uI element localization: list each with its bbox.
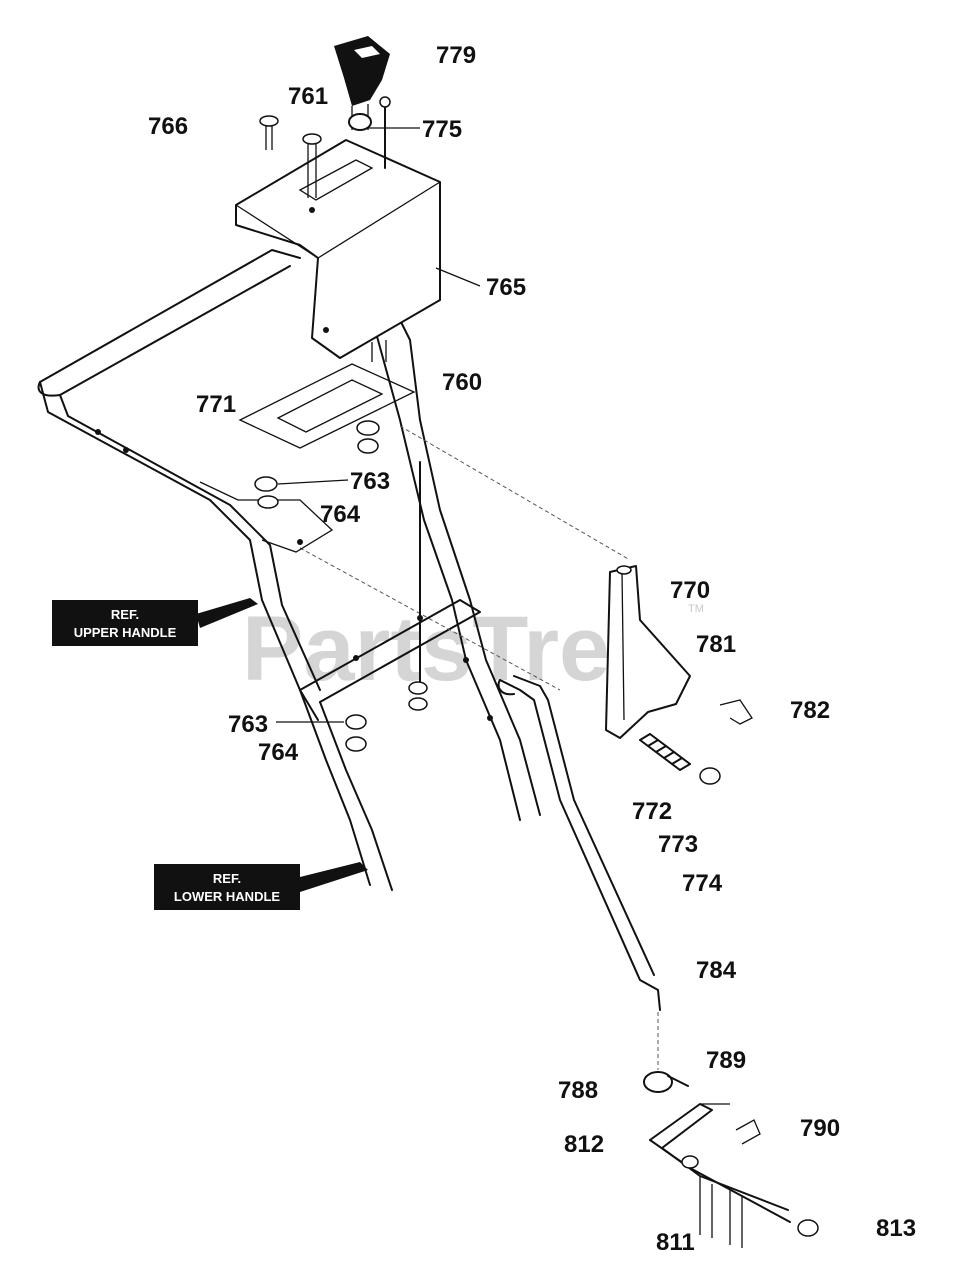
part-label-764-bottom: 764 xyxy=(258,739,299,766)
control-box-drawing xyxy=(235,139,481,359)
ref-upper-handle-line2: UPPER HANDLE xyxy=(74,625,177,640)
part-label-772: 772 xyxy=(632,798,672,825)
part-label-789: 789 xyxy=(706,1047,746,1074)
part-label-763-bottom: 763 xyxy=(228,711,268,738)
part-label-788: 788 xyxy=(558,1077,598,1104)
part-label-775: 775 xyxy=(422,116,462,143)
part-labels: 779 761 766 775 765 760 771 763 764 770 … xyxy=(148,42,916,1256)
ref-lower-handle-line2: LOWER HANDLE xyxy=(174,889,280,904)
part-label-812: 812 xyxy=(564,1131,604,1158)
vertical-rod-drawing xyxy=(408,461,428,711)
linkage-drawing xyxy=(643,1071,819,1248)
part-label-770: 770 xyxy=(670,577,710,604)
watermark-text: PartsTree xyxy=(242,598,661,700)
knob-drawing xyxy=(259,36,420,198)
ref-upper-handle-line1: REF. xyxy=(111,607,139,622)
ref-lower-handle-line1: REF. xyxy=(213,871,241,886)
shift-lever-drawing xyxy=(497,565,691,1070)
bracket-hardware-top xyxy=(199,476,349,553)
part-label-763-top: 763 xyxy=(350,468,390,495)
lower-handle-drawing xyxy=(299,689,393,891)
part-label-774: 774 xyxy=(682,870,723,897)
part-label-813: 813 xyxy=(876,1215,916,1242)
bracket-hardware-bottom xyxy=(276,714,367,752)
part-label-771: 771 xyxy=(196,391,236,418)
ref-upper-handle-callout: REF. UPPER HANDLE xyxy=(52,598,258,646)
part-label-782: 782 xyxy=(790,697,830,724)
part-label-764-top: 764 xyxy=(320,501,361,528)
part-label-766: 766 xyxy=(148,113,188,140)
part-label-784: 784 xyxy=(696,957,737,984)
part-label-779: 779 xyxy=(436,42,476,69)
part-label-773: 773 xyxy=(658,831,698,858)
plate-drawing xyxy=(238,340,631,691)
part-label-760: 760 xyxy=(442,369,482,396)
upper-handle-drawing xyxy=(37,249,541,821)
spring-drawing xyxy=(639,699,753,785)
watermark-trademark: TM xyxy=(688,603,704,615)
part-label-781: 781 xyxy=(696,631,736,658)
part-label-811: 811 xyxy=(656,1229,695,1256)
part-label-765: 765 xyxy=(486,274,526,301)
ref-lower-handle-callout: REF. LOWER HANDLE xyxy=(154,862,368,910)
part-label-761: 761 xyxy=(288,83,328,110)
part-label-790: 790 xyxy=(800,1115,840,1142)
